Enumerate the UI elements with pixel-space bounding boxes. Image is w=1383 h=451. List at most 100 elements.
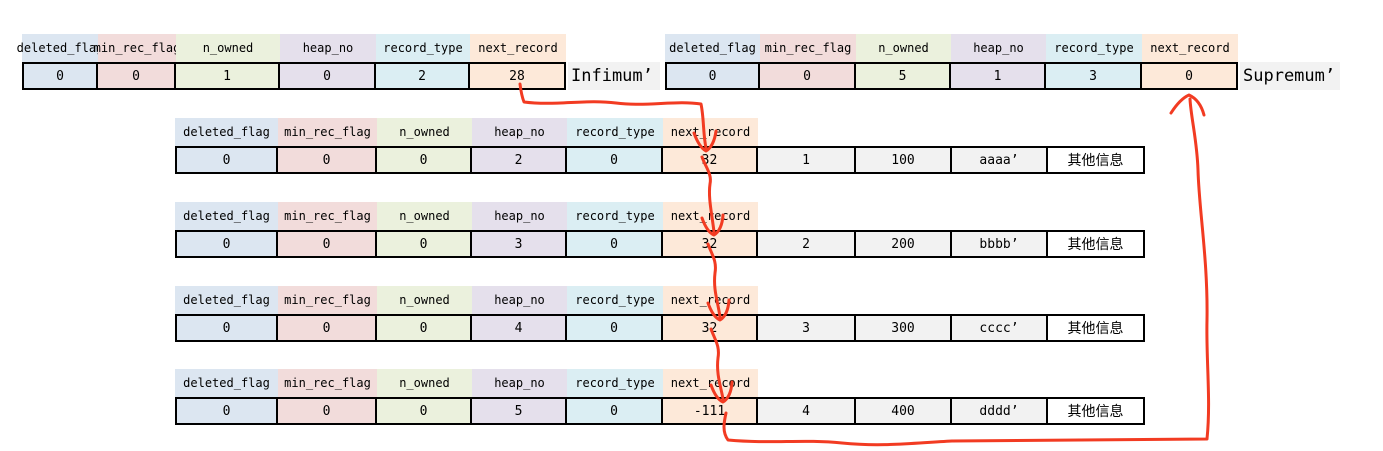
supremum-record-table: deleted_flag min_rec_flag n_owned heap_n… bbox=[665, 34, 1238, 90]
record-2-record-type-cell[interactable]: 0 bbox=[567, 230, 663, 258]
header-record-type[interactable]: record_type bbox=[376, 34, 470, 62]
infimum-next-record-cell[interactable]: 28 bbox=[470, 62, 566, 90]
record-4-other-info-cell[interactable]: 其他信息 bbox=[1048, 397, 1145, 425]
header-deleted-flag[interactable]: deleted_flag bbox=[665, 34, 760, 62]
header-min-rec-flag[interactable]: min_rec_flag bbox=[278, 369, 377, 397]
header-deleted-flag[interactable]: deleted_flag bbox=[17, 34, 103, 62]
header-min-rec-flag[interactable]: min_rec_flag bbox=[760, 34, 856, 62]
infimum-header-row: deleted_flag min_rec_flag n_owned heap_n… bbox=[17, 34, 566, 62]
supremum-min-rec-flag-cell[interactable]: 0 bbox=[760, 62, 856, 90]
record-2-next-record-cell[interactable]: 32 bbox=[663, 230, 758, 258]
header-deleted-flag[interactable]: deleted_flag bbox=[175, 118, 278, 146]
supremum-next-record-cell[interactable]: 0 bbox=[1142, 62, 1238, 90]
record-3-col2-cell[interactable]: 300 bbox=[856, 314, 952, 342]
header-deleted-flag[interactable]: deleted_flag bbox=[175, 369, 278, 397]
header-n-owned[interactable]: n_owned bbox=[377, 118, 472, 146]
record-1-min-rec-flag-cell[interactable]: 0 bbox=[278, 146, 377, 174]
header-heap-no[interactable]: heap_no bbox=[280, 34, 376, 62]
header-heap-no[interactable]: heap_no bbox=[472, 369, 567, 397]
header-n-owned[interactable]: n_owned bbox=[856, 34, 951, 62]
record-1-next-record-cell[interactable]: 32 bbox=[663, 146, 758, 174]
supremum-label[interactable]: Supremum’ bbox=[1240, 62, 1340, 90]
record-1-n-owned-cell[interactable]: 0 bbox=[377, 146, 472, 174]
supremum-n-owned-cell[interactable]: 5 bbox=[856, 62, 951, 90]
record-2-heap-no-cell[interactable]: 3 bbox=[472, 230, 567, 258]
header-n-owned[interactable]: n_owned bbox=[176, 34, 280, 62]
header-record-type[interactable]: record_type bbox=[567, 286, 663, 314]
header-n-owned[interactable]: n_owned bbox=[377, 202, 472, 230]
record-1-header-row: deleted_flag min_rec_flag n_owned heap_n… bbox=[175, 118, 1145, 146]
record-1-deleted-flag-cell[interactable]: 0 bbox=[175, 146, 278, 174]
record-2-min-rec-flag-cell[interactable]: 0 bbox=[278, 230, 377, 258]
record-1-value-row: 0 0 0 2 0 32 1 100 aaaa’ 其他信息 bbox=[175, 146, 1145, 174]
header-heap-no[interactable]: heap_no bbox=[472, 202, 567, 230]
record-2-n-owned-cell[interactable]: 0 bbox=[377, 230, 472, 258]
header-record-type[interactable]: record_type bbox=[1046, 34, 1142, 62]
record-2-header-row: deleted_flag min_rec_flag n_owned heap_n… bbox=[175, 202, 1145, 230]
header-n-owned[interactable]: n_owned bbox=[377, 286, 472, 314]
record-4-n-owned-cell[interactable]: 0 bbox=[377, 397, 472, 425]
header-min-rec-flag[interactable]: min_rec_flag bbox=[94, 34, 180, 62]
header-n-owned[interactable]: n_owned bbox=[377, 369, 472, 397]
record-4-col2-cell[interactable]: 400 bbox=[856, 397, 952, 425]
user-record-1-table: deleted_flag min_rec_flag n_owned heap_n… bbox=[175, 118, 1145, 174]
header-min-rec-flag[interactable]: min_rec_flag bbox=[278, 118, 377, 146]
infimum-deleted-flag-cell[interactable]: 0 bbox=[22, 62, 98, 90]
header-deleted-flag[interactable]: deleted_flag bbox=[175, 286, 278, 314]
record-1-record-type-cell[interactable]: 0 bbox=[567, 146, 663, 174]
record-4-col3-cell[interactable]: dddd’ bbox=[952, 397, 1048, 425]
arrowhead-supremum bbox=[1169, 93, 1206, 117]
header-min-rec-flag[interactable]: min_rec_flag bbox=[278, 202, 377, 230]
record-3-pk-cell[interactable]: 3 bbox=[758, 314, 856, 342]
record-1-other-info-cell[interactable]: 其他信息 bbox=[1048, 146, 1145, 174]
record-3-deleted-flag-cell[interactable]: 0 bbox=[175, 314, 278, 342]
infimum-heap-no-cell[interactable]: 0 bbox=[280, 62, 376, 90]
record-3-n-owned-cell[interactable]: 0 bbox=[377, 314, 472, 342]
header-min-rec-flag[interactable]: min_rec_flag bbox=[278, 286, 377, 314]
record-1-col3-cell[interactable]: aaaa’ bbox=[952, 146, 1048, 174]
record-4-min-rec-flag-cell[interactable]: 0 bbox=[278, 397, 377, 425]
record-4-heap-no-cell[interactable]: 5 bbox=[472, 397, 567, 425]
record-2-col2-cell[interactable]: 200 bbox=[856, 230, 952, 258]
header-next-record[interactable]: next_record bbox=[1142, 34, 1238, 62]
header-next-record[interactable]: next_record bbox=[663, 369, 758, 397]
supremum-deleted-flag-cell[interactable]: 0 bbox=[665, 62, 760, 90]
supremum-heap-no-cell[interactable]: 1 bbox=[951, 62, 1046, 90]
record-3-min-rec-flag-cell[interactable]: 0 bbox=[278, 314, 377, 342]
infimum-record-type-cell[interactable]: 2 bbox=[376, 62, 470, 90]
record-2-pk-cell[interactable]: 2 bbox=[758, 230, 856, 258]
header-record-type[interactable]: record_type bbox=[567, 202, 663, 230]
record-3-next-record-cell[interactable]: 32 bbox=[663, 314, 758, 342]
record-3-record-type-cell[interactable]: 0 bbox=[567, 314, 663, 342]
supremum-record-type-cell[interactable]: 3 bbox=[1046, 62, 1142, 90]
record-4-pk-cell[interactable]: 4 bbox=[758, 397, 856, 425]
record-1-pk-cell[interactable]: 1 bbox=[758, 146, 856, 174]
record-4-next-record-cell[interactable]: -111 bbox=[663, 397, 758, 425]
header-deleted-flag[interactable]: deleted_flag bbox=[175, 202, 278, 230]
record-4-deleted-flag-cell[interactable]: 0 bbox=[175, 397, 278, 425]
record-1-col2-cell[interactable]: 100 bbox=[856, 146, 952, 174]
record-4-header-row: deleted_flag min_rec_flag n_owned heap_n… bbox=[175, 369, 1145, 397]
header-next-record[interactable]: next_record bbox=[663, 286, 758, 314]
record-3-col3-cell[interactable]: cccc’ bbox=[952, 314, 1048, 342]
header-heap-no[interactable]: heap_no bbox=[951, 34, 1046, 62]
header-heap-no[interactable]: heap_no bbox=[472, 286, 567, 314]
header-record-type[interactable]: record_type bbox=[567, 369, 663, 397]
header-next-record[interactable]: next_record bbox=[470, 34, 566, 62]
header-heap-no[interactable]: heap_no bbox=[472, 118, 567, 146]
record-3-other-info-cell[interactable]: 其他信息 bbox=[1048, 314, 1145, 342]
header-next-record[interactable]: next_record bbox=[663, 202, 758, 230]
infimum-n-owned-cell[interactable]: 1 bbox=[176, 62, 280, 90]
supremum-value-row: 0 0 5 1 3 0 bbox=[665, 62, 1238, 90]
record-4-record-type-cell[interactable]: 0 bbox=[567, 397, 663, 425]
record-3-heap-no-cell[interactable]: 4 bbox=[472, 314, 567, 342]
infimum-label[interactable]: Infimum’ bbox=[568, 62, 660, 90]
record-2-other-info-cell[interactable]: 其他信息 bbox=[1048, 230, 1145, 258]
record-2-deleted-flag-cell[interactable]: 0 bbox=[175, 230, 278, 258]
record-2-col3-cell[interactable]: bbbb’ bbox=[952, 230, 1048, 258]
header-record-type[interactable]: record_type bbox=[567, 118, 663, 146]
record-1-heap-no-cell[interactable]: 2 bbox=[472, 146, 567, 174]
header-next-record[interactable]: next_record bbox=[663, 118, 758, 146]
infimum-min-rec-flag-cell[interactable]: 0 bbox=[98, 62, 176, 90]
